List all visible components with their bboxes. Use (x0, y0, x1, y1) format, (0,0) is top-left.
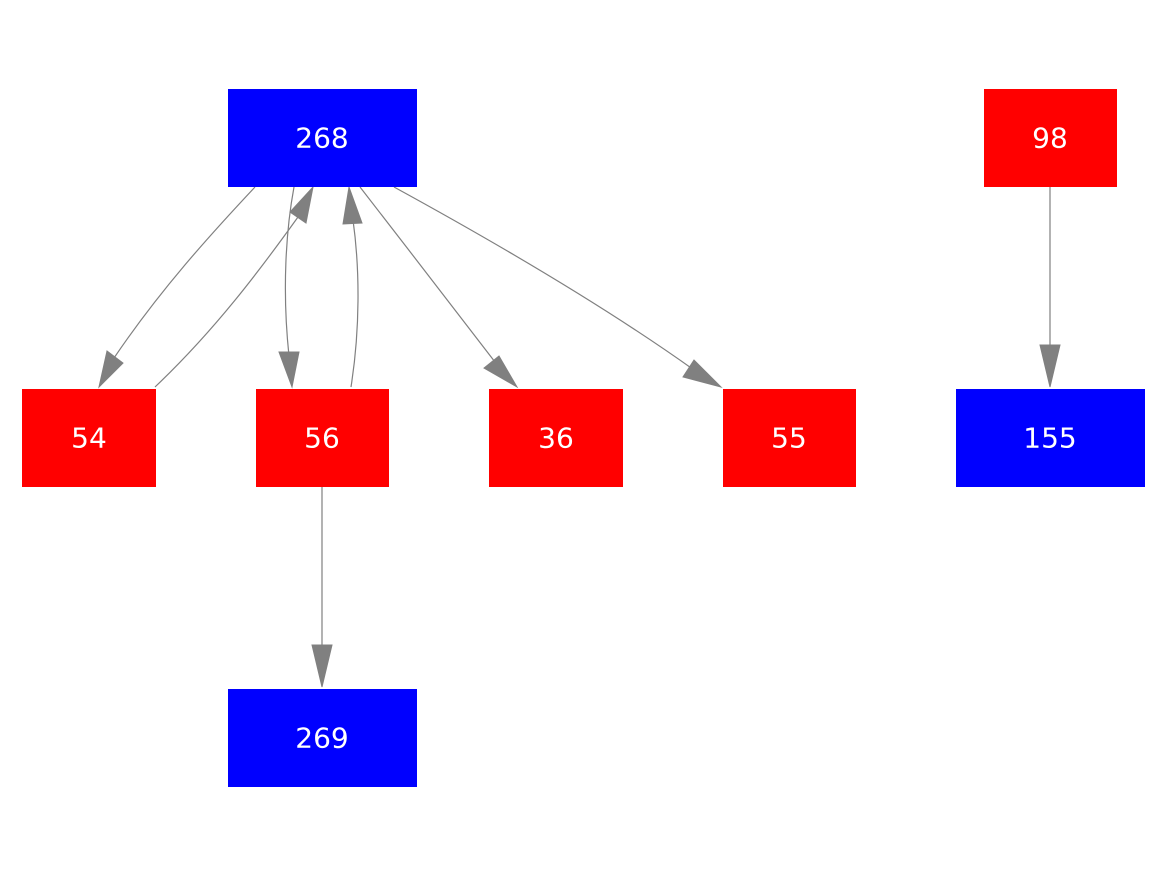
node-98-label: 98 (1032, 122, 1068, 155)
edge-56-to-268 (342, 185, 363, 388)
node-269[interactable]: 269 (228, 689, 417, 787)
node-55[interactable]: 55 (723, 389, 856, 487)
edges-layer (98, 185, 1061, 688)
node-98-box (984, 89, 1117, 187)
edge-268-to-36 (359, 186, 519, 389)
edge-268-to-55 (393, 186, 723, 388)
node-155-label: 155 (1023, 422, 1076, 455)
edge-56-to-269 (311, 487, 333, 688)
node-36-label: 36 (538, 422, 574, 455)
edge-268-to-56 (278, 186, 300, 389)
node-98[interactable]: 98 (984, 89, 1117, 187)
edge-268-to-54 (98, 186, 256, 389)
node-268[interactable]: 268 (228, 89, 417, 187)
edge-54-to-268 (154, 185, 314, 388)
node-54[interactable]: 54 (22, 389, 156, 487)
node-36-box (489, 389, 623, 487)
nodes-layer: 268 98 54 56 36 55 155 269 (22, 89, 1145, 787)
node-56-box (256, 389, 389, 487)
node-268-label: 268 (295, 122, 348, 155)
node-55-label: 55 (771, 422, 807, 455)
node-155-box (956, 389, 1145, 487)
node-54-label: 54 (71, 422, 107, 455)
node-55-box (723, 389, 856, 487)
node-155[interactable]: 155 (956, 389, 1145, 487)
node-269-label: 269 (295, 722, 348, 755)
node-56[interactable]: 56 (256, 389, 389, 487)
edge-98-to-155 (1039, 187, 1061, 388)
node-269-box (228, 689, 417, 787)
node-36[interactable]: 36 (489, 389, 623, 487)
node-268-box (228, 89, 417, 187)
node-56-label: 56 (304, 422, 340, 455)
node-54-box (22, 389, 156, 487)
